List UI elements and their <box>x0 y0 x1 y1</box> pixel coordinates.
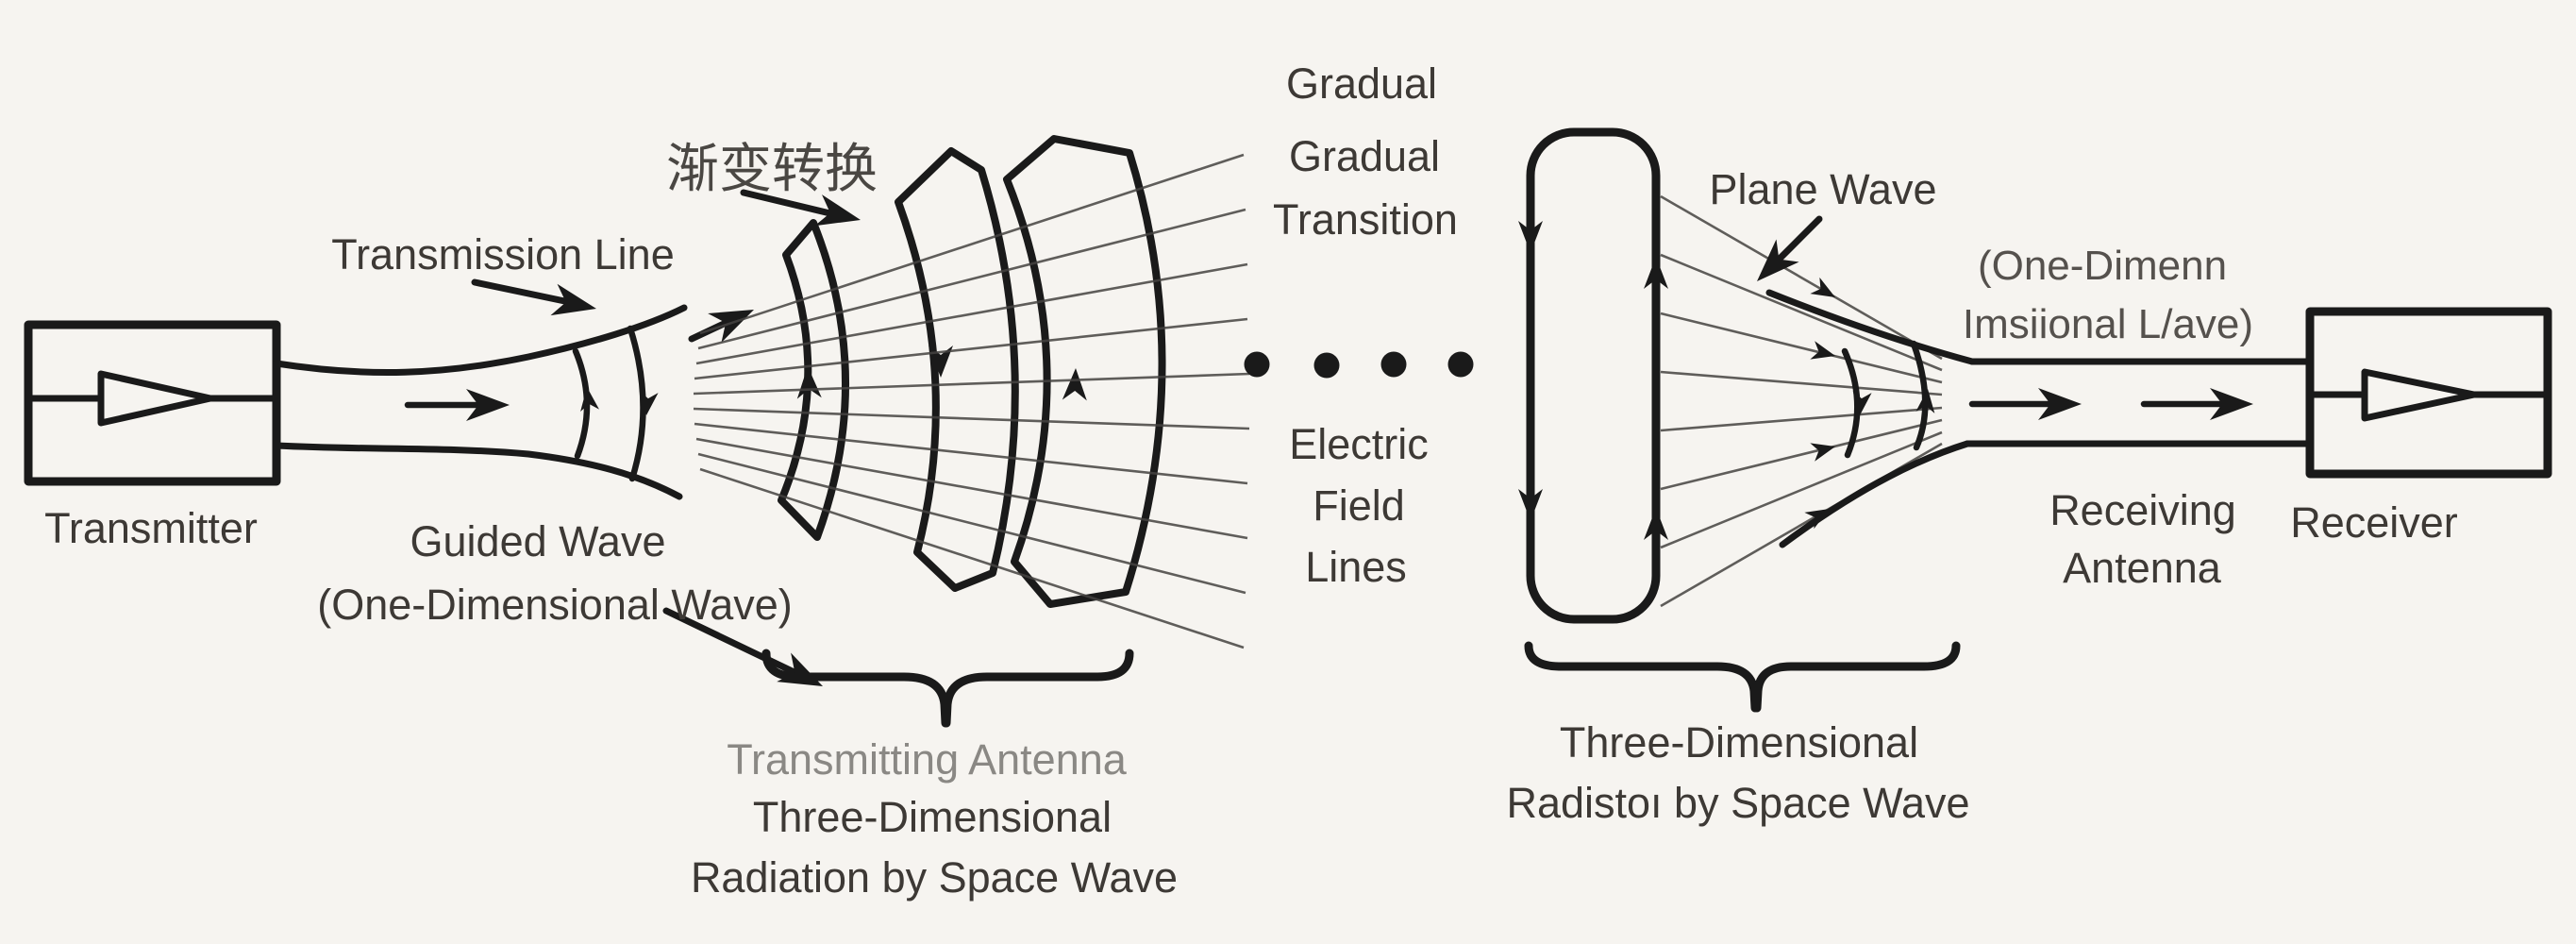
label-tx-antenna-line3: Radiation by Space Wave <box>691 853 1178 902</box>
tx-line-top <box>273 304 688 377</box>
dot <box>1244 351 1270 378</box>
converging-arrow-icon <box>1810 437 1838 462</box>
label-guided-wave-line2: (One-Dimensional Wave) <box>317 581 792 629</box>
transmitter-outline <box>24 320 281 486</box>
field-line <box>1660 312 1943 384</box>
field-line <box>1660 430 1943 549</box>
field-line <box>693 407 1250 430</box>
dot <box>1447 351 1474 378</box>
field-line <box>1660 406 1943 432</box>
field-line <box>693 372 1250 396</box>
gradual-transition-pointer-shaft <box>740 189 842 219</box>
label-transmitter: Transmitter <box>44 504 258 552</box>
converging-arrow-icon <box>1810 277 1840 306</box>
label-plane-wave: Plane Wave <box>1710 165 1937 213</box>
plane-wavefront-outline <box>1526 127 1661 624</box>
transmitter-box <box>24 320 281 486</box>
field-line <box>697 452 1246 595</box>
label-receiving-antenna-line1: Receiving <box>2049 486 2236 534</box>
field-line <box>694 422 1248 485</box>
band-3-up-arrow-icon <box>1062 367 1088 401</box>
label-tx-antenna-line1: Transmitting Antenna <box>727 735 1128 784</box>
mouth-arrow-bottom-shaft <box>662 607 806 680</box>
label-tx-antenna-line2: Three-Dimensional <box>753 793 1112 841</box>
amplifier-triangle-icon <box>97 370 214 427</box>
dot <box>1380 351 1407 378</box>
field-line <box>1660 194 1943 361</box>
plane-wavefront <box>1518 127 1668 624</box>
field-line <box>699 153 1245 335</box>
horn-wavefront-2 <box>627 325 646 482</box>
field-line <box>1660 418 1943 491</box>
label-electric-line3: Lines <box>1305 543 1407 591</box>
field-lines-right-fan <box>1660 194 1943 608</box>
field-line <box>695 437 1248 540</box>
rx-section-brace <box>1524 641 1961 713</box>
braces <box>761 641 1961 728</box>
converging-arrow-icon <box>1810 341 1838 365</box>
label-receiving-antenna-line2: Antenna <box>2063 544 2222 592</box>
plane-wave-pointer-shaft <box>1770 215 1823 268</box>
label-one-dimensional-line1: (One-Dimenn <box>1978 243 2227 289</box>
field-line <box>694 317 1248 380</box>
label-transmission-line: Transmission Line <box>331 230 674 278</box>
label-pointer-arrows <box>471 189 1823 325</box>
rx-horn-top-flare <box>1765 289 1976 365</box>
rx-wavefront-1 <box>1841 347 1861 459</box>
rx-horn-antenna <box>1765 289 1976 548</box>
wavefront-band-3 <box>1003 135 1166 608</box>
tx-antenna-brace <box>761 649 1134 728</box>
label-gradual-line2: Gradual <box>1289 132 1440 180</box>
rx-transmission-line <box>1964 358 2314 447</box>
label-gradual-transition-zh: 渐变转换 <box>666 139 878 198</box>
tx-transmission-line <box>273 295 830 701</box>
label-guided-wave-line1: Guided Wave <box>410 517 666 565</box>
field-line <box>1660 370 1943 396</box>
label-receiver: Receiver <box>2290 498 2458 547</box>
label-gradual-line1: Gradual <box>1286 59 1437 108</box>
field-line <box>697 208 1246 350</box>
amplifier-triangle-icon <box>2361 368 2478 422</box>
receiver-box <box>2305 307 2552 479</box>
transmission-line-pointer-shaft <box>471 278 577 307</box>
wavefront-band-2 <box>895 147 1019 592</box>
rx-horn-bottom-flare <box>1779 440 1971 548</box>
wavefront-band-1 <box>778 219 850 541</box>
transmission-line-pointer-icon <box>550 283 600 325</box>
label-space-wave-line1: Three-Dimensional <box>1560 718 1918 767</box>
label-electric-line1: Electric <box>1289 420 1429 468</box>
field-line <box>1660 253 1943 372</box>
field-lines-left-fan <box>693 153 1250 649</box>
continuation-dots <box>1244 351 1474 379</box>
tx-line-bottom <box>273 442 683 500</box>
gradual-transition-pointer-icon <box>814 194 864 236</box>
field-line <box>699 467 1245 649</box>
label-space-wave-line2: Radistoı by Space Wave <box>1506 779 1969 827</box>
label-electric-line2: Field <box>1313 481 1405 530</box>
label-gradual-line3: Transition <box>1273 195 1458 244</box>
field-line <box>695 262 1248 365</box>
label-one-dimensional-line2: Imsiional L/ave) <box>1963 301 2253 347</box>
dot <box>1313 352 1340 379</box>
